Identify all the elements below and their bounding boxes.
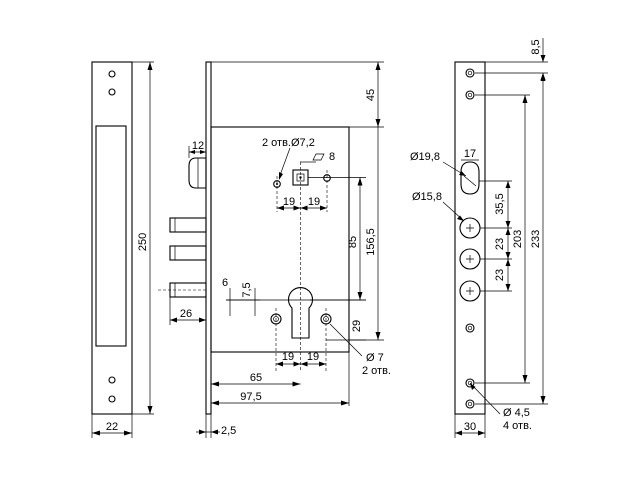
dim-label-17: 17 [464,148,476,160]
label-hole-dia: 2 отв.Ø7,2 [262,137,315,149]
plate-hole [108,395,116,403]
dim-label-12: 12 [192,140,204,152]
lock-body-view: 12 2 отв.Ø7,2 8 19 19 [158,61,391,438]
latch [188,157,207,189]
dim-label-26: 26 [180,308,192,320]
label-hole-7: Ø 7 [366,352,384,364]
faceplate-hole [465,68,475,78]
dim-label-30: 30 [464,421,476,433]
dim-label-19-b: 19 [308,196,320,208]
front-plate-view: 250 22 [91,61,154,438]
plate-hole [108,88,116,96]
dim-label-19-c: 19 [282,351,294,363]
plate-hole [108,376,116,384]
front-plate-slot [95,125,127,347]
dim-label-97-5: 97,5 [240,391,261,403]
dim-label-65: 65 [250,372,262,384]
dim-label-250: 250 [137,233,149,251]
faceplate-hole [465,90,475,100]
dim-label-19-d: 19 [307,351,319,363]
dim-label-23-a: 23 [494,238,506,250]
label-dia-15-8: Ø15,8 [412,191,442,203]
lock-body-box [210,126,350,353]
dim-label-85: 85 [347,236,359,248]
square-symbol [312,153,325,161]
faceplate-hole [465,399,475,409]
dim-label-19-a: 19 [283,196,295,208]
dim-label-35-5: 35,5 [494,193,506,214]
faceplate-hole [465,378,475,388]
plate-hole [108,70,116,78]
dim-label-8-5: 8,5 [530,39,542,54]
dim-label-29: 29 [351,320,363,332]
dim-label-2-5: 2,5 [221,425,236,437]
dim-label-23-b: 23 [494,269,506,281]
label-dia-19-8: Ø19,8 [410,151,440,163]
faceplate-view: Ø19,8 17 Ø15,8 35,5 23 23 203 [410,38,548,438]
dim-label-22: 22 [106,421,118,433]
dim-label-6: 6 [222,277,228,289]
faceplate-outline [454,61,486,415]
dim-label-156-5: 156,5 [365,228,377,256]
lock-faceplate [205,61,212,415]
dim-label-45: 45 [365,89,377,101]
front-plate-outline [91,61,133,415]
dim-label-233: 233 [530,230,542,248]
bolt [169,217,207,233]
dim-label-7-5: 7,5 [241,282,253,297]
dim-label-203: 203 [512,230,524,248]
latch-opening [460,161,480,195]
label-square: 8 [329,151,335,163]
label-count-4: 4 отв. [503,420,532,432]
bolt [169,245,207,261]
label-hole-7-count: 2 отв. [362,365,391,377]
faceplate-hole [465,323,475,333]
label-dia-4-5: Ø 4,5 [503,407,530,419]
